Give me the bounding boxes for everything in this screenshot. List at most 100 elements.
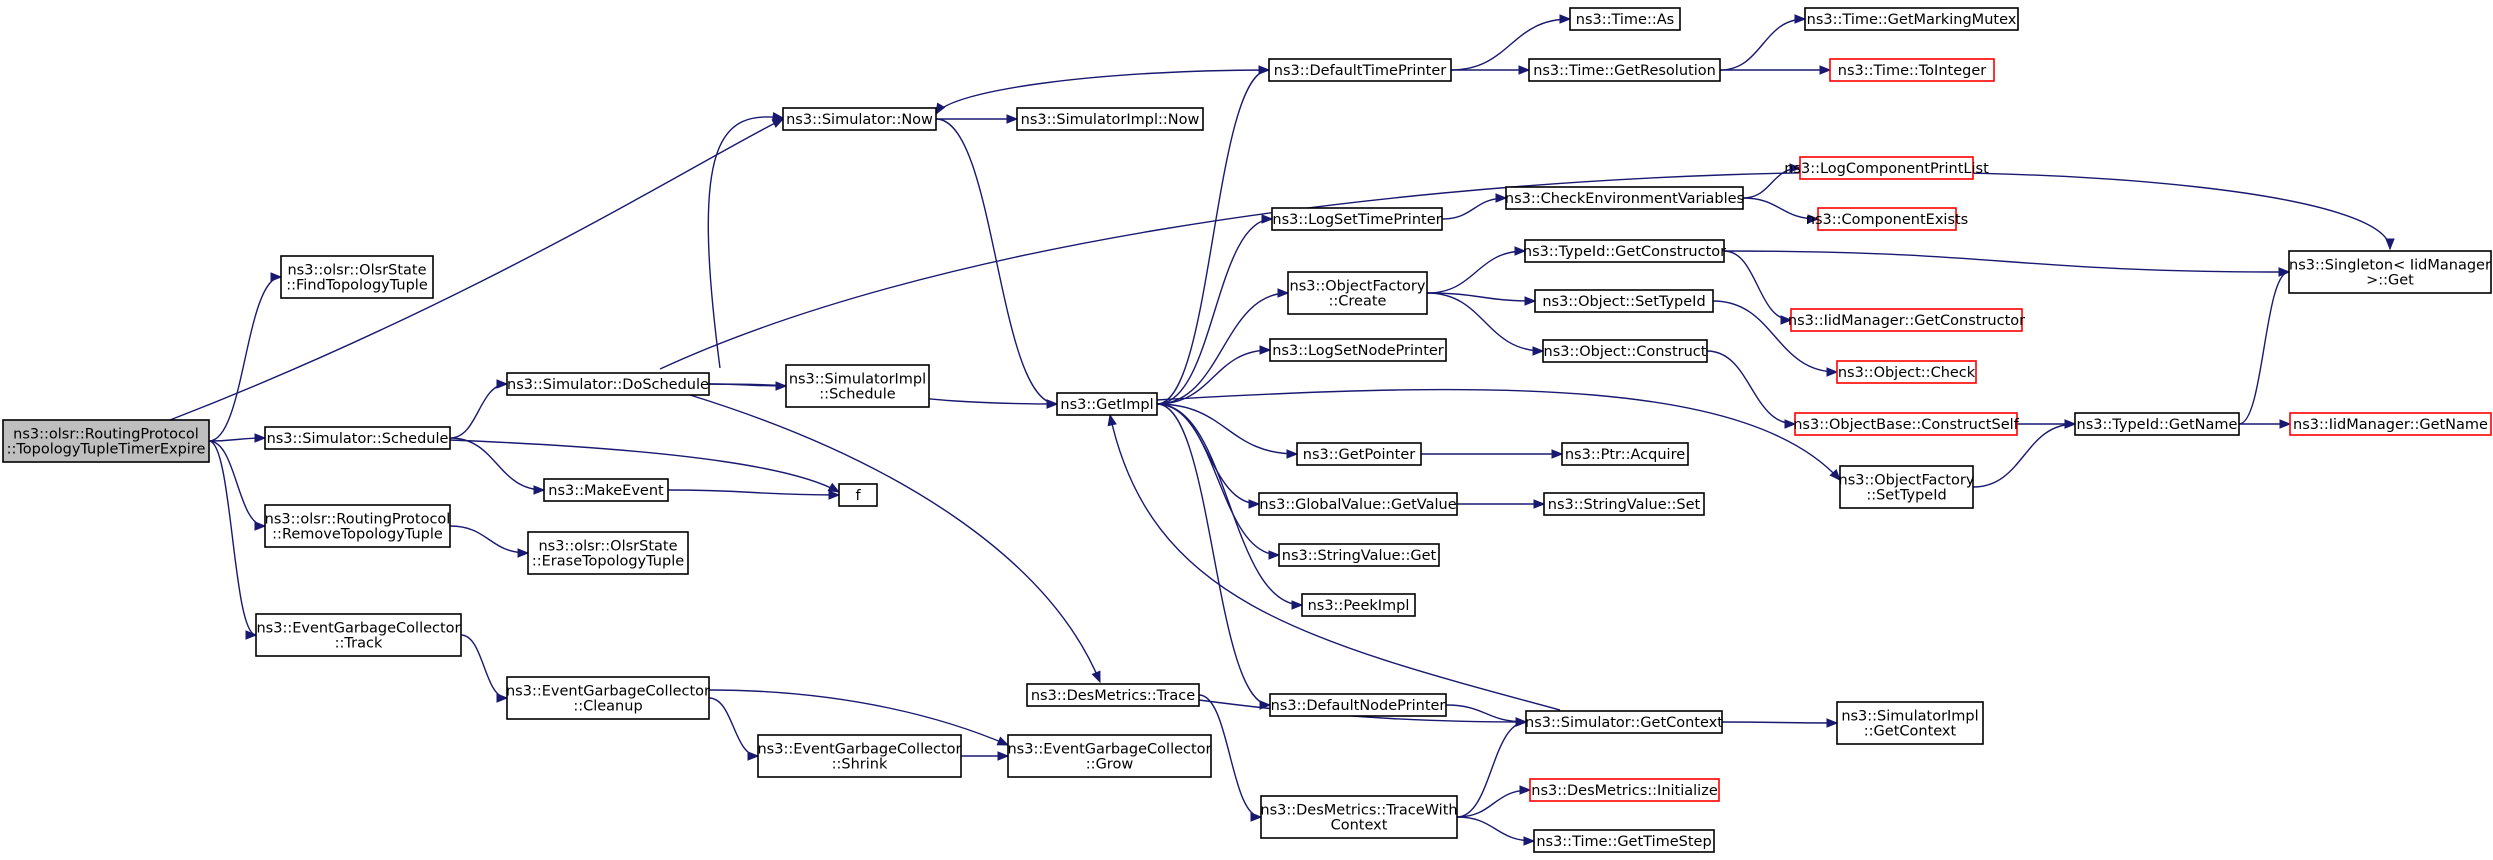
node-deftp[interactable]: ns3::DefaultTimePrinter bbox=[1268, 58, 1452, 82]
node-label: ns3::EventGarbageCollector bbox=[256, 621, 460, 637]
node-label: ns3::Simulator::GetContext bbox=[1525, 715, 1723, 731]
node-mutex[interactable]: ns3::Time::GetMarkingMutex bbox=[1804, 7, 2019, 31]
node-ofsettid[interactable]: ns3::ObjectFactory::SetTypeId bbox=[1839, 465, 1975, 509]
node-label: ns3::Simulator::Schedule bbox=[267, 431, 449, 447]
node-getres[interactable]: ns3::Time::GetResolution bbox=[1528, 58, 1721, 82]
node-box bbox=[1016, 107, 1204, 131]
edge-logstp-to-checkenv bbox=[1441, 193, 1508, 220]
edge-sched-to-makeevent bbox=[449, 437, 546, 495]
node-label: ns3::IidManager::GetConstructor bbox=[1788, 313, 2025, 329]
node-grow[interactable]: ns3::EventGarbageCollector::Grow bbox=[1007, 734, 1212, 778]
arrowhead-icon bbox=[2385, 238, 2395, 251]
node-acquire[interactable]: ns3::Ptr::Acquire bbox=[1561, 442, 1689, 466]
node-timestep[interactable]: ns3::Time::GetTimeStep bbox=[1533, 829, 1715, 853]
edge-line bbox=[1723, 250, 2290, 273]
arrowhead-icon bbox=[254, 521, 267, 531]
nodes-layer: ns3::olsr::RoutingProtocol::TopologyTupl… bbox=[2, 7, 2492, 853]
node-lcpl[interactable]: ns3::LogComponentPrintList bbox=[1784, 156, 1989, 180]
node-sched[interactable]: ns3::Simulator::Schedule bbox=[264, 426, 451, 450]
edge-gvget-to-svset bbox=[1457, 499, 1546, 509]
node-toint[interactable]: ns3::Time::ToInteger bbox=[1829, 58, 1995, 82]
node-defnp[interactable]: ns3::DefaultNodePrinter bbox=[1269, 693, 1447, 717]
node-dosched[interactable]: ns3::Simulator::DoSchedule bbox=[506, 372, 710, 396]
arrowhead-icon bbox=[827, 482, 841, 493]
node-peek[interactable]: ns3::PeekImpl bbox=[1301, 593, 1416, 617]
edge-getimpl-to-getptr bbox=[1156, 403, 1299, 459]
node-implgetctx[interactable]: ns3::SimulatorImpl::GetContext bbox=[1836, 701, 1984, 745]
node-init[interactable]: ns3::DesMetrics::Initialize bbox=[1529, 778, 1720, 802]
node-now[interactable]: ns3::Simulator::Now bbox=[782, 107, 937, 131]
node-gvget[interactable]: ns3::GlobalValue::GetValue bbox=[1258, 492, 1458, 516]
edge-checkenv-to-compexists bbox=[1742, 197, 1820, 224]
node-label: ns3::PeekImpl bbox=[1308, 598, 1410, 614]
edge-getimpl-to-peek bbox=[1156, 403, 1304, 610]
node-constructself[interactable]: ns3::ObjectBase::ConstructSelf bbox=[1793, 412, 2020, 436]
edge-getimpl-to-defnp bbox=[1156, 403, 1272, 710]
node-logsnp[interactable]: ns3::LogSetNodePrinter bbox=[1269, 338, 1447, 362]
node-label: ns3::LogComponentPrintList bbox=[1784, 161, 1989, 177]
node-iidgetctor[interactable]: ns3::IidManager::GetConstructor bbox=[1788, 308, 2025, 332]
node-box bbox=[1007, 734, 1212, 778]
node-label: ns3::Time::ToInteger bbox=[1838, 63, 1986, 79]
node-getptr[interactable]: ns3::GetPointer bbox=[1296, 442, 1422, 466]
node-svget[interactable]: ns3::StringValue::Get bbox=[1278, 543, 1440, 567]
node-remove[interactable]: ns3::olsr::RoutingProtocol::RemoveTopolo… bbox=[264, 504, 451, 548]
edge-twc-to-init bbox=[1456, 785, 1532, 818]
node-track[interactable]: ns3::EventGarbageCollector::Track bbox=[255, 613, 462, 657]
node-tidgetname[interactable]: ns3::TypeId::GetName bbox=[2074, 412, 2240, 436]
node-logstp[interactable]: ns3::LogSetTimePrinter bbox=[1271, 207, 1443, 231]
arrowhead-icon bbox=[1532, 346, 1545, 356]
node-cleanup[interactable]: ns3::EventGarbageCollector::Cleanup bbox=[506, 676, 710, 720]
edge-line bbox=[935, 118, 1058, 405]
node-find[interactable]: ns3::olsr::OlsrState::FindTopologyTuple bbox=[280, 255, 434, 299]
node-objcheck[interactable]: ns3::Object::Check bbox=[1836, 360, 1977, 384]
node-settid[interactable]: ns3::Object::SetTypeId bbox=[1534, 289, 1714, 313]
node-getctx[interactable]: ns3::Simulator::GetContext bbox=[1525, 710, 1723, 734]
node-label: ns3::TypeId::GetName bbox=[2077, 417, 2238, 433]
node-label: Context bbox=[1331, 818, 1388, 834]
node-construct[interactable]: ns3::Object::Construct bbox=[1542, 339, 1708, 363]
node-box bbox=[264, 426, 451, 450]
edge-deftp-to-getres bbox=[1451, 65, 1531, 75]
node-label: ::TopologyTupleTimerExpire bbox=[7, 442, 206, 458]
node-ofcreate[interactable]: ns3::ObjectFactory::Create bbox=[1287, 271, 1428, 315]
edge-deftp-to-timeas bbox=[1450, 14, 1572, 71]
node-label: ns3::olsr::RoutingProtocol bbox=[265, 512, 451, 528]
node-root[interactable]: ns3::olsr::RoutingProtocol::TopologyTupl… bbox=[2, 419, 210, 463]
node-singleton[interactable]: ns3::Singleton< IidManager>::Get bbox=[2288, 250, 2492, 294]
edge-line bbox=[1723, 250, 1792, 321]
edge-line bbox=[449, 439, 840, 493]
node-f[interactable]: f bbox=[838, 483, 878, 507]
node-desmetrics[interactable]: ns3::DesMetrics::Trace bbox=[1026, 683, 1200, 707]
node-getctor[interactable]: ns3::TypeId::GetConstructor bbox=[1523, 239, 1726, 263]
node-checkenv[interactable]: ns3::CheckEnvironmentVariables bbox=[1505, 186, 1744, 210]
arrowhead-icon bbox=[517, 548, 530, 558]
node-label: ns3::Object::Construct bbox=[1544, 344, 1707, 360]
node-label: ns3::MakeEvent bbox=[548, 483, 664, 499]
node-label: ns3::ObjectFactory bbox=[1290, 279, 1426, 295]
arrowhead-icon bbox=[496, 379, 509, 389]
node-svset[interactable]: ns3::StringValue::Set bbox=[1543, 492, 1705, 516]
node-label: ns3::olsr::OlsrState bbox=[538, 539, 677, 555]
node-implnow[interactable]: ns3::SimulatorImpl::Now bbox=[1016, 107, 1204, 131]
arrowhead-icon bbox=[997, 751, 1010, 761]
node-timeas[interactable]: ns3::Time::As bbox=[1569, 7, 1681, 31]
node-box bbox=[264, 504, 451, 548]
node-iidgetname[interactable]: ns3::IidManager::GetName bbox=[2289, 412, 2492, 436]
arrowhead-icon bbox=[270, 272, 283, 282]
node-label: ns3::ObjectBase::ConstructSelf bbox=[1793, 417, 2019, 433]
node-implsched[interactable]: ns3::SimulatorImpl::Schedule bbox=[785, 364, 930, 408]
arrowhead-icon bbox=[1826, 718, 1839, 728]
edge-root-to-sched bbox=[208, 433, 267, 443]
node-shrink[interactable]: ns3::EventGarbageCollector::Shrink bbox=[757, 734, 962, 778]
node-box bbox=[280, 255, 434, 299]
arrowhead-icon bbox=[1268, 550, 1281, 560]
arrowhead-icon bbox=[245, 630, 258, 640]
node-makeevent[interactable]: ns3::MakeEvent bbox=[543, 478, 669, 502]
node-erase[interactable]: ns3::olsr::OlsrState::EraseTopologyTuple bbox=[527, 531, 689, 575]
node-box bbox=[1533, 829, 1715, 853]
edge-line bbox=[1156, 403, 1303, 606]
node-getimpl[interactable]: ns3::GetImpl bbox=[1056, 392, 1158, 416]
node-compexists[interactable]: ns3::ComponentExists bbox=[1806, 207, 1969, 231]
